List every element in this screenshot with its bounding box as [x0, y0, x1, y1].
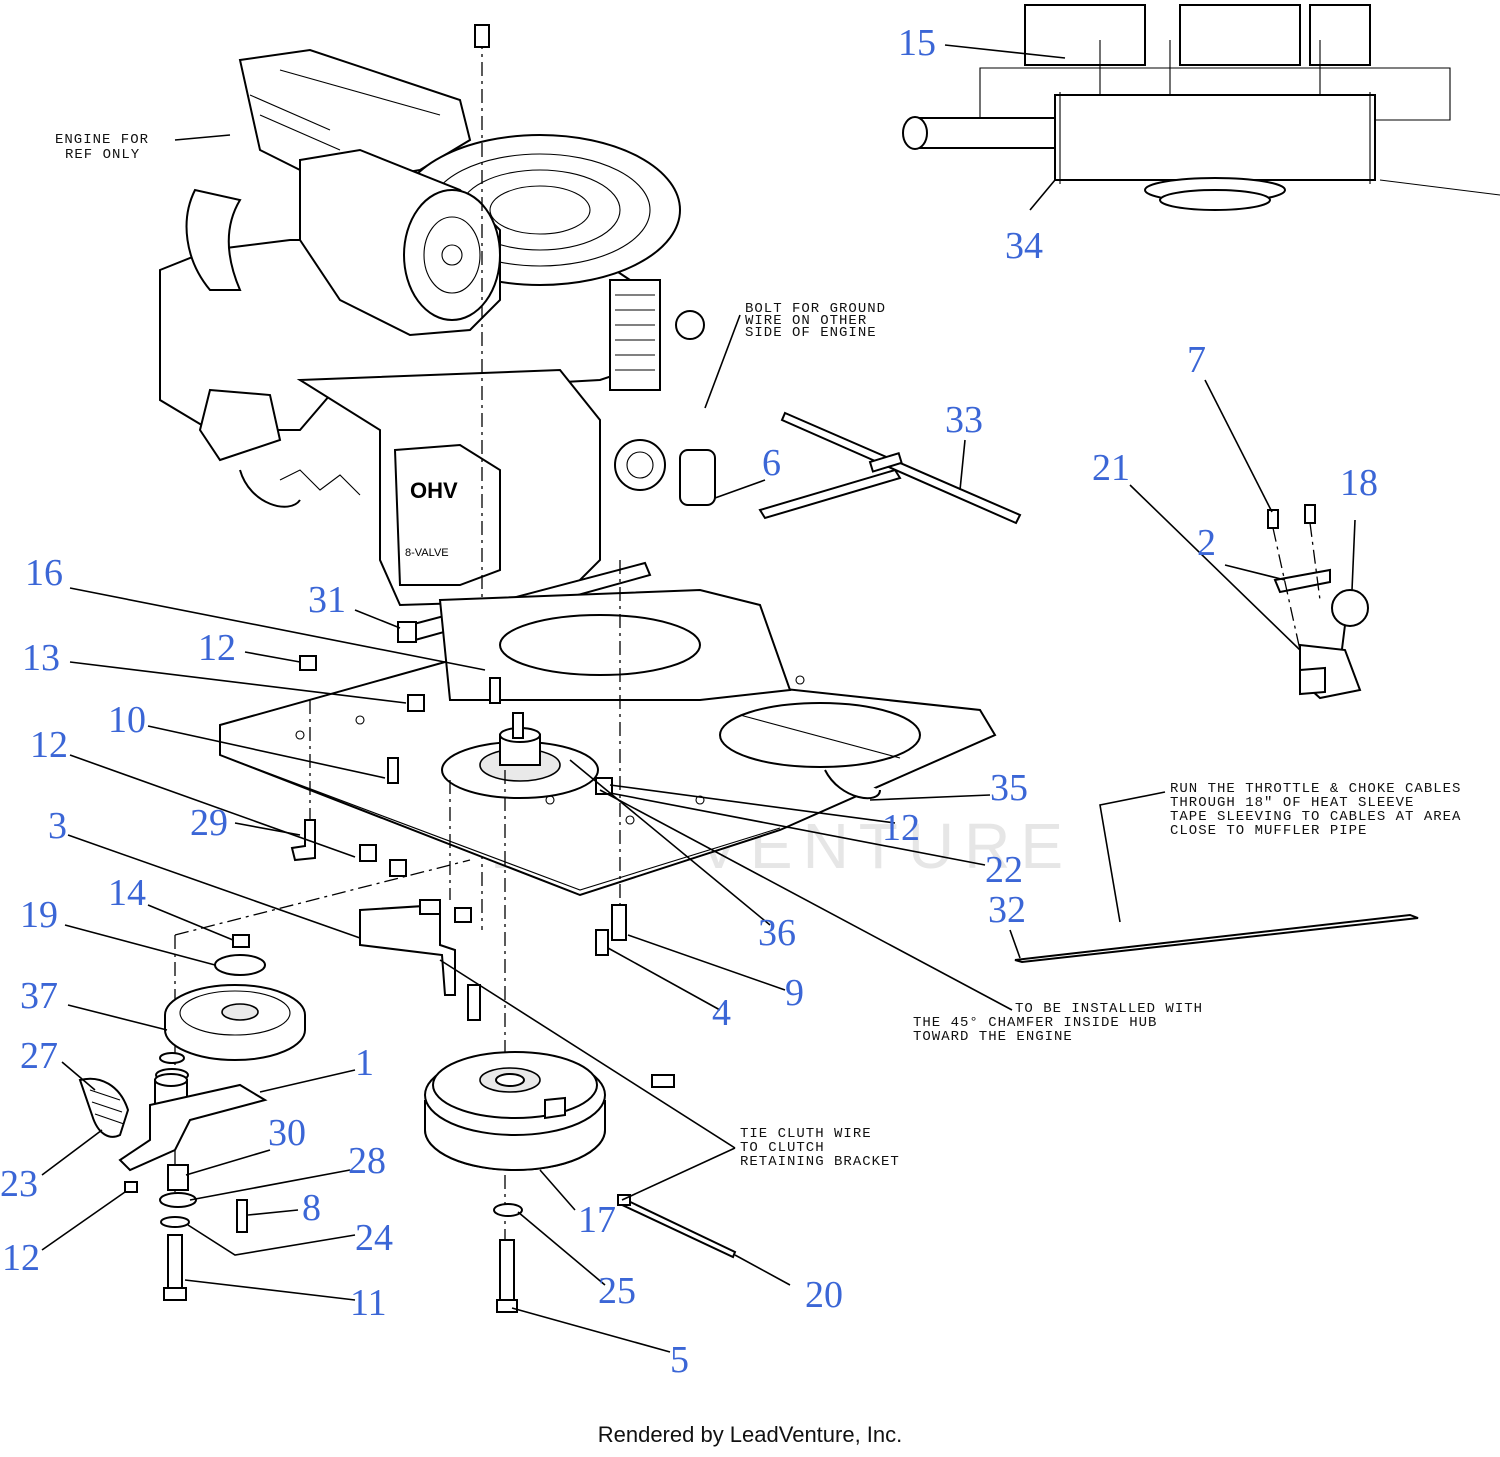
engine-valve-label: 8-VALVE	[405, 547, 449, 559]
callout-34: 34	[1005, 225, 1043, 267]
callout-35: 35	[990, 767, 1028, 809]
note-line: THE 45° CHAMFER INSIDE HUB	[913, 1015, 1157, 1031]
callout-22: 22	[985, 849, 1023, 891]
callout-30: 30	[268, 1112, 306, 1154]
callout-16: 16	[25, 552, 63, 594]
footer-credit: Rendered by LeadVenture, Inc.	[597, 1422, 903, 1447]
note-line: RUN THE THROTTLE & CHOKE CABLES	[1170, 781, 1461, 797]
callout-12: 12	[2, 1237, 40, 1279]
note-line: TO CLUTCH	[740, 1140, 825, 1156]
callout-5: 5	[670, 1339, 689, 1381]
callout-23: 23	[0, 1163, 38, 1205]
note-line: TO BE INSTALLED WITH	[1015, 1001, 1203, 1017]
callout-numbers: 15 34 7 21 18 2 33 6 16 31 12 13 10 12 2…	[0, 22, 1378, 1381]
callout-29: 29	[190, 802, 228, 844]
callout-3: 3	[48, 805, 67, 847]
callout-36: 36	[758, 912, 796, 954]
callout-7: 7	[1187, 339, 1206, 381]
callout-18: 18	[1340, 462, 1378, 504]
callout-4: 4	[712, 992, 731, 1034]
callout-14: 14	[108, 872, 146, 914]
note-clutch-wire: TIE CLUTH WIRE TO CLUTCH RETAINING BRACK…	[740, 1126, 900, 1170]
callout-9: 9	[785, 972, 804, 1014]
callout-37: 37	[20, 975, 58, 1017]
cable-tie	[618, 1196, 737, 1259]
callout-13: 13	[22, 637, 60, 679]
engine-illustration: OHV 8-VALVE	[159, 48, 716, 607]
callout-8: 8	[302, 1187, 321, 1229]
callout-1: 1	[355, 1042, 374, 1084]
note-line: TOWARD THE ENGINE	[913, 1029, 1073, 1045]
note-line: WIRE ON OTHER	[745, 313, 867, 329]
callout-27: 27	[20, 1035, 58, 1077]
throttle-control	[1267, 504, 1369, 700]
idler-assembly	[78, 934, 306, 1301]
callout-32: 32	[988, 889, 1026, 931]
heat-sleeve	[1014, 913, 1419, 964]
note-line: RETAINING BRACKET	[740, 1154, 900, 1170]
callout-28: 28	[348, 1140, 386, 1182]
callout-25: 25	[598, 1270, 636, 1312]
callout-12: 12	[882, 807, 920, 849]
callout-31: 31	[308, 579, 346, 621]
callout-12: 12	[30, 724, 68, 766]
callout-19: 19	[20, 894, 58, 936]
callout-21: 21	[1092, 447, 1130, 489]
muffler-inset	[902, 4, 1500, 211]
callout-24: 24	[355, 1217, 393, 1259]
note-throttle-cables: RUN THE THROTTLE & CHOKE CABLES THROUGH …	[1170, 781, 1461, 839]
note-engine-ref: ENGINE FOR REF ONLY	[55, 132, 149, 163]
note-line: REF ONLY	[65, 147, 140, 163]
note-chamfer: TO BE INSTALLED WITH THE 45° CHAMFER INS…	[913, 1001, 1203, 1045]
callout-2: 2	[1197, 522, 1216, 564]
note-line: TIE CLUTH WIRE	[740, 1126, 872, 1142]
callout-11: 11	[350, 1282, 387, 1324]
engine-ohv-label: OHV	[410, 478, 458, 503]
leader-lines	[41, 44, 1356, 1353]
note-line: BOLT FOR GROUND	[745, 301, 886, 317]
callout-20: 20	[805, 1274, 843, 1316]
engine-deck-plate	[219, 588, 997, 897]
electric-clutch	[424, 1051, 675, 1313]
cable-tie-head	[617, 1194, 631, 1206]
deck-hardware	[174, 560, 627, 1300]
callout-6: 6	[762, 442, 781, 484]
note-line: SIDE OF ENGINE	[745, 325, 877, 341]
note-line: ENGINE FOR	[55, 132, 149, 148]
callout-10: 10	[108, 699, 146, 741]
callout-33: 33	[945, 399, 983, 441]
callout-12: 12	[198, 627, 236, 669]
note-line: THROUGH 18" OF HEAT SLEEVE	[1170, 795, 1414, 811]
note-line: TAPE SLEEVING TO CABLES AT AREA	[1170, 809, 1461, 825]
callout-17: 17	[578, 1199, 616, 1241]
note-ground-bolt: BOLT FOR GROUND WIRE ON OTHER SIDE OF EN…	[745, 301, 886, 341]
callout-15: 15	[898, 22, 936, 64]
note-line: CLOSE TO MUFFLER PIPE	[1170, 823, 1367, 839]
